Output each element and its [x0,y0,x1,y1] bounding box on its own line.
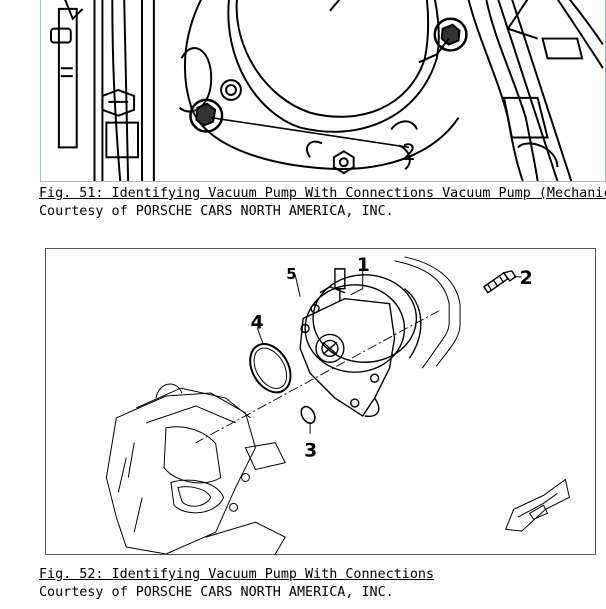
vacuum-pump-drawing [299,268,422,418]
fig52-callout-5: 5 [286,265,296,283]
figure-52-caption: Fig. 52: Identifying Vacuum Pump With Co… [39,567,435,582]
figure-51-credit: Courtesy of PORSCHE CARS NORTH AMERICA, … [39,204,394,219]
figure-51-caption: Fig. 51: Identifying Vacuum Pump With Co… [39,186,606,201]
figure-51-illustration: 2 [40,0,606,182]
orientation-arrow-icon [505,478,570,532]
figure-52-illustration: 1 2 3 4 5 [45,248,596,555]
fig52-callout-1: 1 [357,254,370,276]
fig52-callout-2: 2 [520,267,533,289]
fig51-callout-2: 2 [402,141,416,166]
fig52-callout-4: 4 [250,311,263,333]
engine-block-drawing [105,383,286,554]
fig52-callout-3: 3 [304,440,317,462]
figure-52-credit: Courtesy of PORSCHE CARS NORTH AMERICA, … [39,585,394,600]
leader-lines [256,270,522,434]
